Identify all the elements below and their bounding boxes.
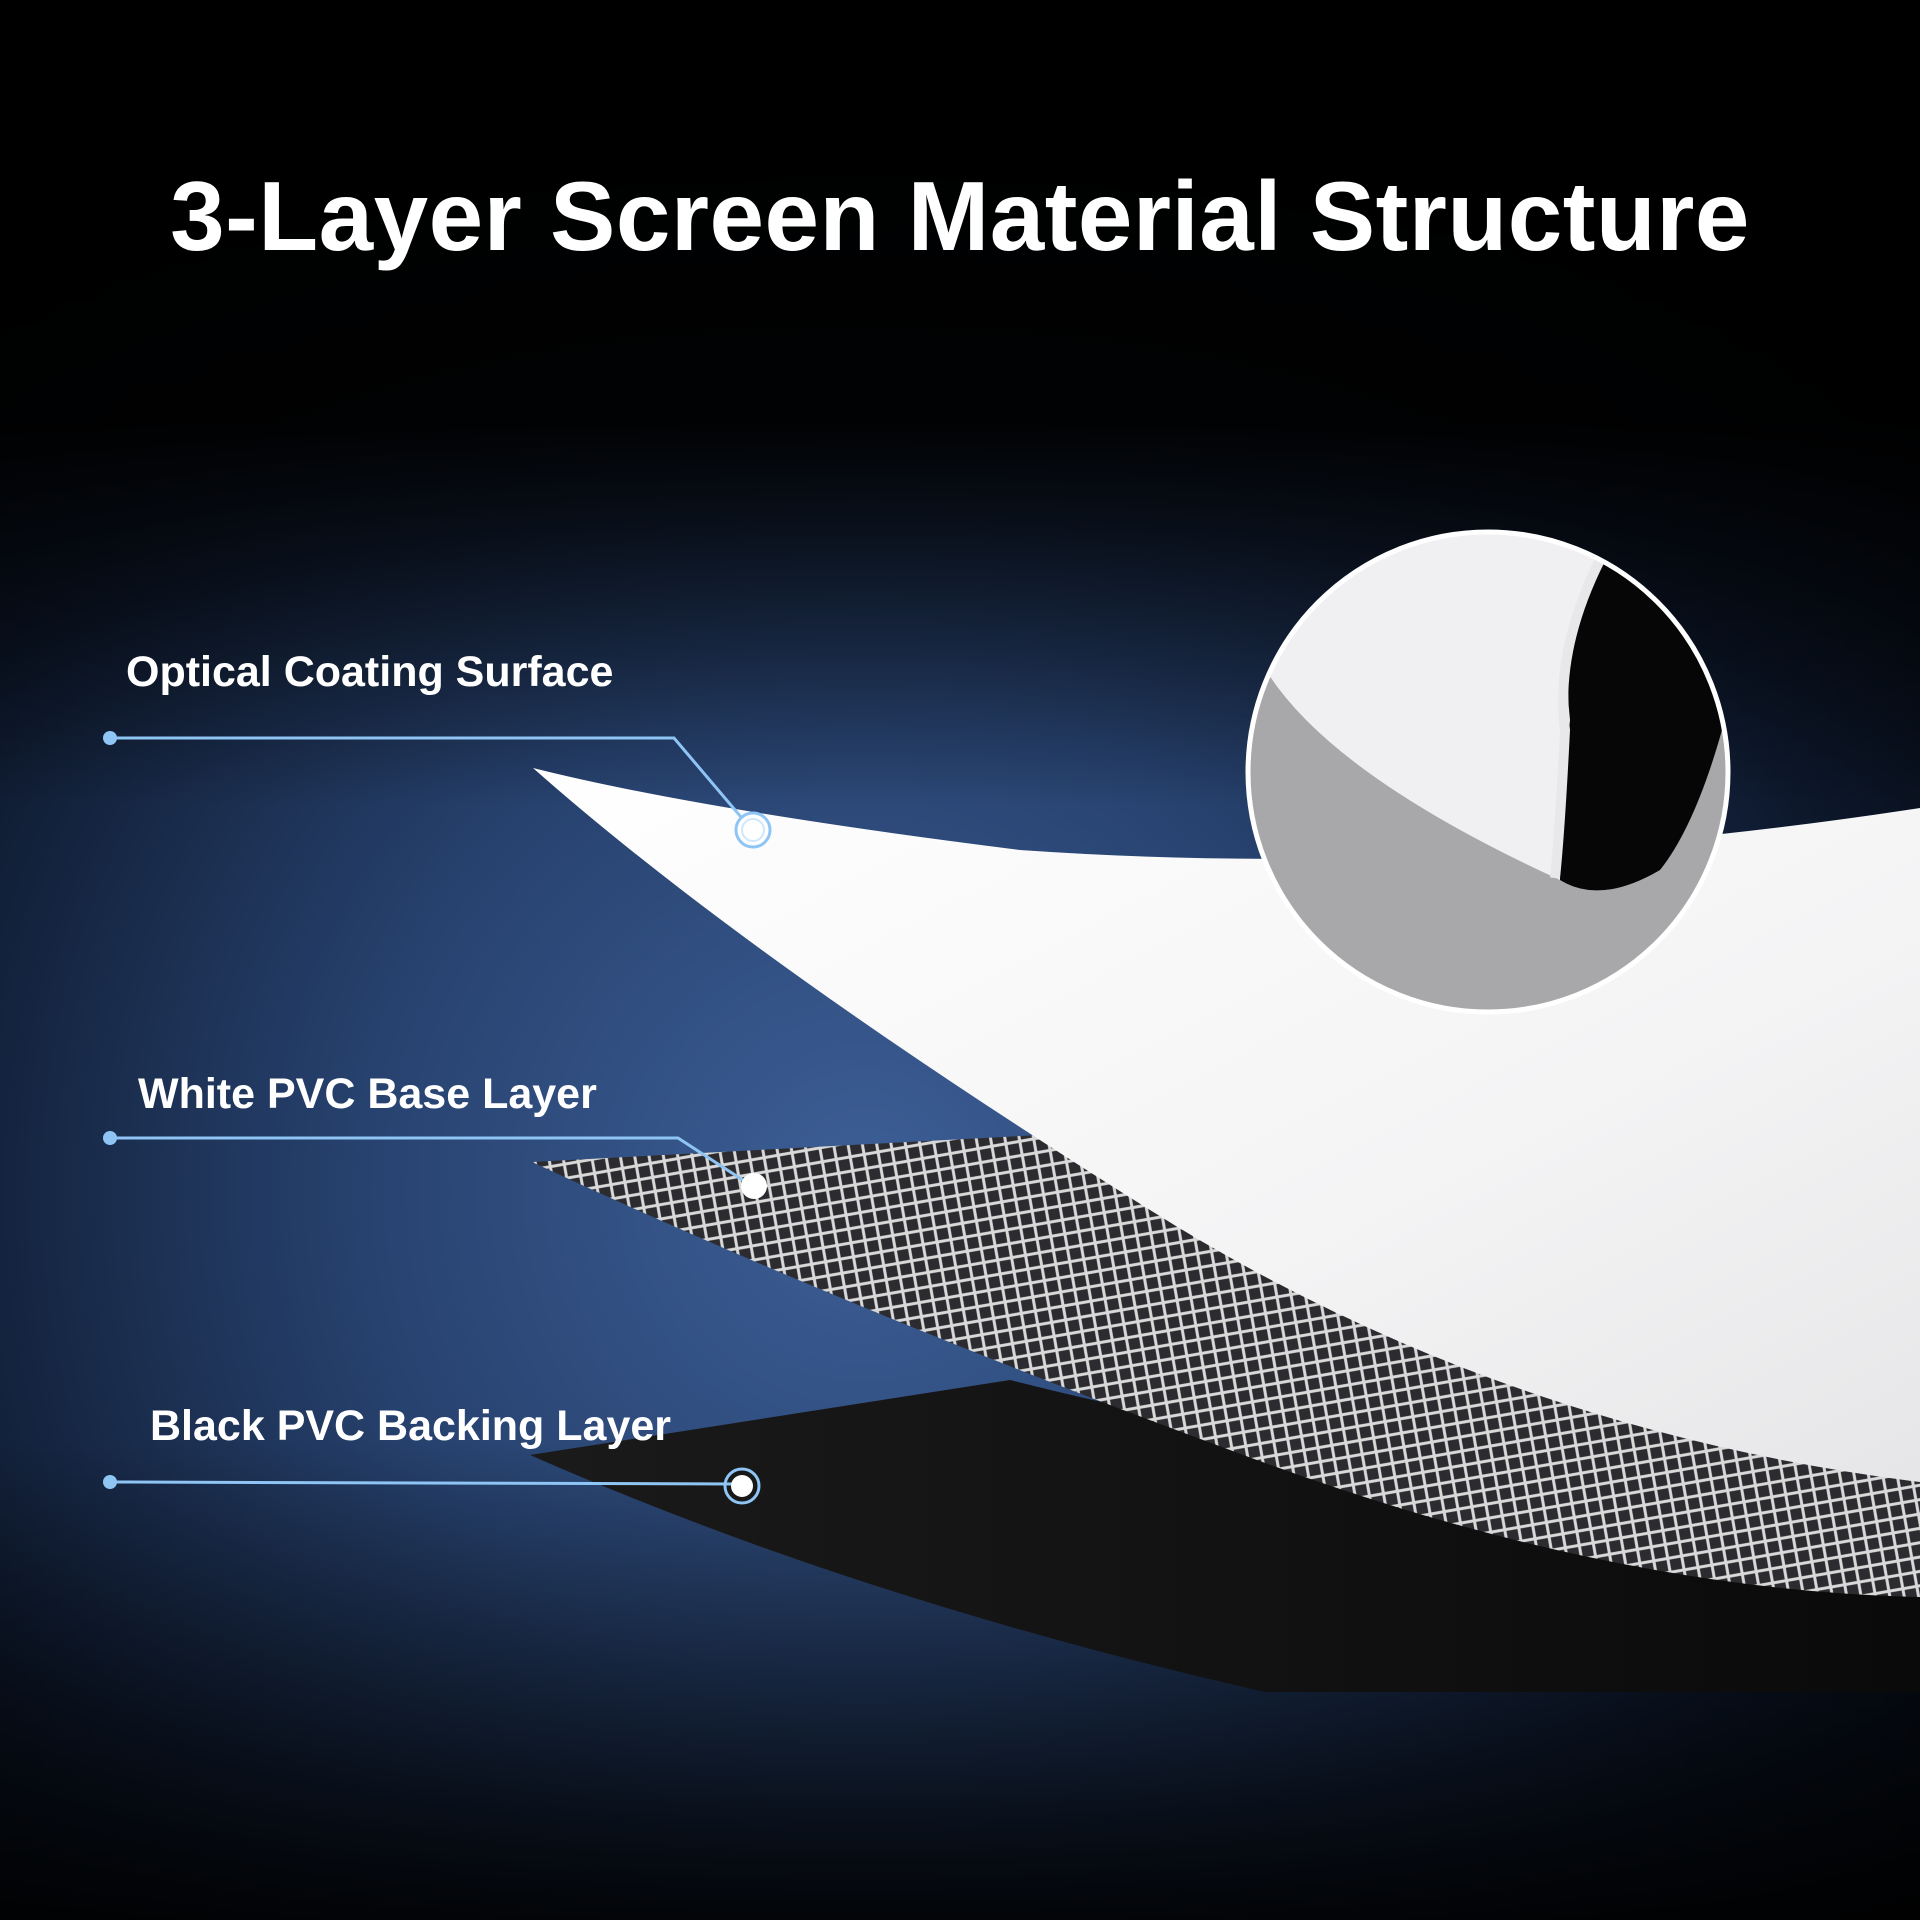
label-black-pvc-backing-layer: Black PVC Backing Layer <box>150 1402 672 1450</box>
page-title: 3-Layer Screen Material Structure <box>170 161 1750 271</box>
magnifier-detail <box>1245 529 1731 1015</box>
white-pvc-mesh-sheet <box>532 1135 1920 1597</box>
callout-dot-icon <box>103 1131 117 1145</box>
callout-white-pvc <box>103 1131 767 1199</box>
callout-target-icon <box>723 1467 761 1505</box>
callout-dot-icon <box>103 1475 117 1489</box>
label-optical-coating-surface: Optical Coating Surface <box>126 648 614 696</box>
label-white-pvc-base-layer: White PVC Base Layer <box>138 1070 597 1118</box>
black-backing-sheet <box>530 1380 1920 1692</box>
callout-black-pvc <box>103 1467 761 1505</box>
callout-dot-icon <box>103 731 117 745</box>
callout-optical <box>103 731 772 849</box>
callout-target-icon <box>741 1173 767 1199</box>
